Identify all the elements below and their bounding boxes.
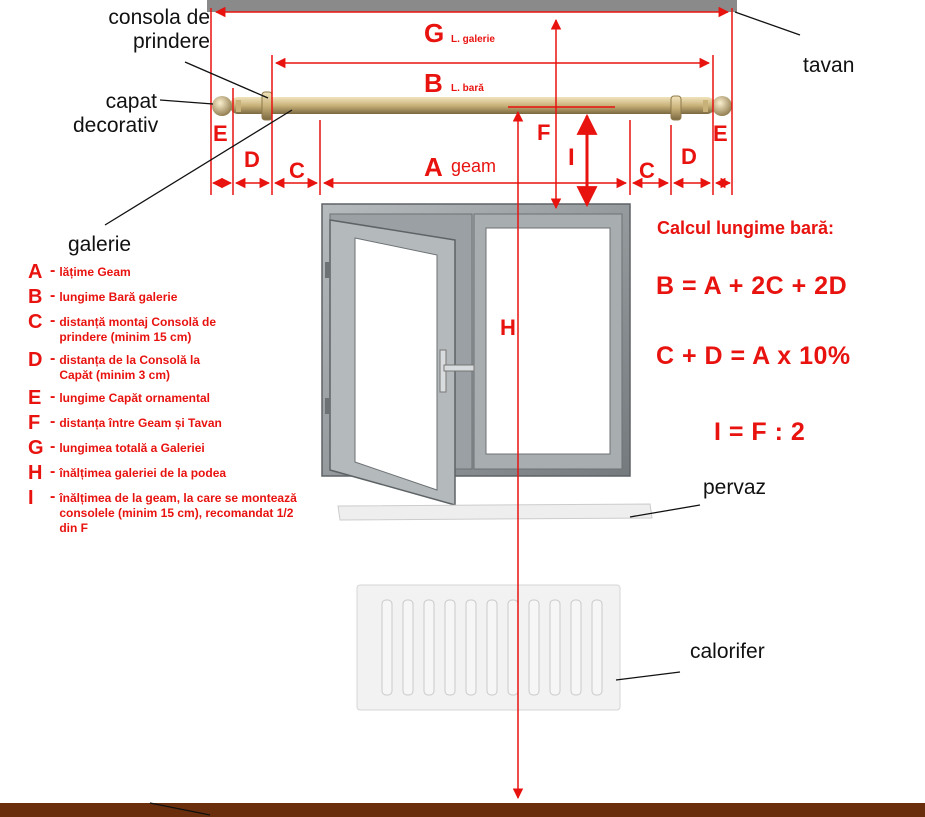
dim-c-left: C — [289, 158, 305, 183]
dim-g-letter: G — [424, 18, 444, 48]
window — [321, 203, 631, 506]
legend-text: lungimea totală a Galeriei — [59, 441, 205, 455]
dim-i: I — [568, 144, 575, 171]
legend-dash: - — [50, 262, 56, 279]
label-consola-line2: prindere — [132, 30, 210, 53]
legend-dash: - — [50, 388, 56, 405]
formula-cd: C + D = A x 10% — [656, 342, 851, 370]
legend-dash: - — [50, 413, 56, 430]
legend-dash: - — [50, 463, 56, 480]
legend-text: distanță montaj Consolă de prindere (min… — [59, 315, 217, 344]
label-capat-line1: capat — [105, 90, 157, 113]
legend-letter: H — [28, 462, 43, 484]
formula-title: Calcul lungime bară: — [657, 218, 835, 238]
legend-letter: C — [28, 311, 43, 333]
legend-item: G - lungimea totală a Galeriei — [28, 438, 328, 458]
legend-letter: A — [28, 261, 43, 283]
dim-b-letter: B — [424, 68, 443, 98]
sill — [337, 503, 653, 521]
curtain-rod — [212, 91, 732, 121]
dim-e-left: E — [213, 121, 228, 146]
legend-text: lățime Geam — [59, 265, 131, 279]
dim-g-sub: L. galerie — [451, 34, 495, 45]
legend-dash: - — [50, 438, 56, 455]
dim-f: F — [537, 120, 550, 145]
legend-item: I - înălțimea de la geam, la care se mon… — [28, 488, 328, 536]
legend: A - lățime Geam B - lungime Bară galerie… — [28, 262, 328, 541]
label-capat-line2: decorativ — [73, 114, 159, 137]
dim-b-sub: L. bară — [451, 83, 484, 94]
dim-d-left: D — [244, 147, 260, 172]
label-consola-line1: consola de — [108, 6, 210, 29]
legend-item: F - distanța între Geam și Tavan — [28, 413, 328, 433]
legend-dash: - — [50, 350, 56, 367]
label-calorifer: calorifer — [690, 640, 765, 663]
label-consola: consola de prindere — [90, 6, 210, 54]
legend-text: distanța de la Consolă la Capăt (minim 3… — [59, 353, 201, 382]
legend-item: H - înălțimea galeriei de la podea — [28, 463, 328, 483]
legend-dash: - — [50, 312, 56, 329]
legend-text: lungime Bară galerie — [59, 290, 178, 304]
label-pervaz: pervaz — [703, 476, 767, 499]
ceiling — [207, 0, 737, 12]
legend-text: distanța între Geam și Tavan — [59, 416, 222, 430]
legend-item: C - distanță montaj Consolă de prindere … — [28, 312, 328, 345]
legend-letter: B — [28, 286, 43, 308]
legend-letter: E — [28, 387, 42, 409]
legend-dash: - — [50, 287, 56, 304]
dim-d-right: D — [681, 144, 697, 169]
legend-item: A - lățime Geam — [28, 262, 328, 282]
dim-a-sub: geam — [451, 156, 496, 176]
legend-item: B - lungime Bară galerie — [28, 287, 328, 307]
legend-item: E - lungime Capăt ornamental — [28, 388, 328, 408]
dim-c-right: C — [639, 158, 655, 183]
legend-text: înălțimea galeriei de la podea — [59, 466, 227, 480]
formula-i: I = F : 2 — [714, 418, 806, 446]
dim-a-letter: A — [424, 152, 443, 182]
label-capat: capat decorativ — [73, 90, 159, 138]
label-galerie: galerie — [68, 233, 132, 256]
radiator — [356, 584, 621, 711]
legend-text: înălțimea de la geam, la care se monteaz… — [59, 491, 297, 535]
floor — [0, 803, 925, 817]
dim-e-right: E — [713, 121, 728, 146]
legend-text: lungime Capăt ornamental — [59, 391, 211, 405]
dim-h: H — [500, 315, 516, 340]
legend-letter: D — [28, 349, 43, 371]
legend-letter: G — [28, 437, 44, 459]
legend-letter: F — [28, 412, 41, 434]
legend-dash: - — [50, 488, 56, 505]
label-tavan: tavan — [803, 54, 855, 77]
formula-b: B = A + 2C + 2D — [656, 272, 848, 300]
legend-letter: I — [28, 487, 34, 509]
legend-item: D - distanța de la Consolă la Capăt (min… — [28, 350, 328, 383]
